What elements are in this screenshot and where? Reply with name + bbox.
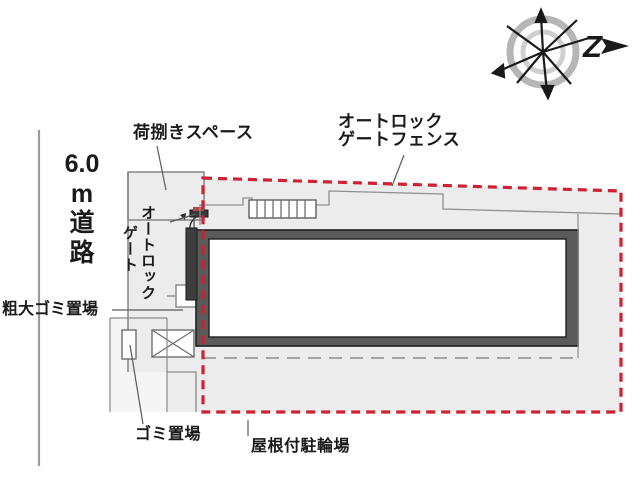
- label-trash-area: ゴミ置場: [135, 426, 202, 443]
- svg-text:Z: Z: [582, 29, 603, 64]
- label-gate-vertical: ゲート: [121, 225, 138, 273]
- leader-autolock-fence: [391, 154, 405, 187]
- main-building: [195, 229, 579, 347]
- autolock-gate-fence-boundary: [201, 176, 623, 414]
- label-autolock-fence-line2: ゲートフェンス: [338, 129, 461, 149]
- label-autolock-gate-fence: オートロック ゲートフェンス: [338, 113, 460, 149]
- road-width-value: 6.0: [64, 150, 100, 178]
- label-autolock-fence-line1: オートロック: [338, 112, 443, 131]
- lower-internal-outline: [167, 371, 197, 412]
- bulky-trash-box: [121, 329, 137, 360]
- stairs-symbol: [248, 199, 317, 219]
- label-loading-space: 荷捌きスペース: [133, 123, 254, 142]
- z-arrow-icon: Z: [582, 29, 629, 64]
- building-core-band: [185, 227, 198, 301]
- trash-area-box: [151, 329, 195, 358]
- leader-loading-space: [156, 145, 167, 191]
- label-covered-bicycle-parking: 屋根付駐輪場: [251, 438, 351, 455]
- label-bulky-trash: 粗大ゴミ置場: [2, 301, 99, 318]
- north-compass-rose: [490, 7, 590, 101]
- label-autolock-vertical: オートロック: [139, 205, 156, 301]
- leader-trash: [129, 344, 144, 425]
- road-kanji: 道路: [69, 209, 95, 267]
- leader-autolock-gate: [169, 213, 197, 223]
- road-width-label: 6.0 m 道路: [58, 150, 106, 268]
- road-width-unit: m: [70, 179, 94, 208]
